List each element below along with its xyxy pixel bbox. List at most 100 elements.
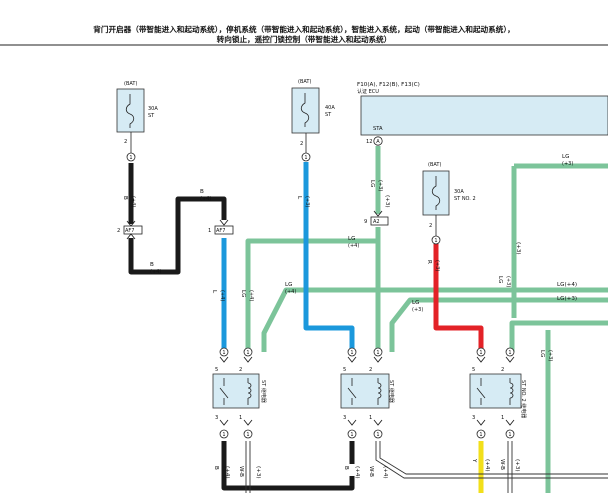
wire-multiplier: (+3) [304,196,310,207]
ecu-subtitle: 认证 ECU [357,88,379,95]
relay-pin: 1 [239,415,242,421]
wire-code: LG [497,276,503,283]
wire-label: B(+4) [150,262,161,275]
wire-label: LG(+3) [497,276,511,287]
wire-label: B [213,466,219,470]
lg-wires [245,146,608,493]
wire-label-group: B(+4)B(+4)B(+4)L(+4)L(+3)LG(+4)LG(+4)LG(… [122,154,577,479]
relay-in-connector [505,347,515,357]
wire-label: L(+3) [296,196,310,207]
relay-body [340,373,390,409]
connector-name: A2 [373,219,380,225]
relay-body [469,373,522,409]
wire-lg-relay3-branch [509,320,608,352]
wire-code: W-B [499,459,505,470]
svg-text:1: 1 [479,432,482,438]
wire-label: Y [471,458,477,463]
fuse-rating: 40A [325,105,335,111]
wire-code: L [211,290,217,294]
svg-text:1: 1 [304,155,307,161]
fuse-st-2: (BAT) 40A ST 2 1 [291,79,335,162]
svg-text:1: 1 [434,238,437,244]
wire-label: W-B [368,466,374,477]
svg-text:1: 1 [246,350,249,356]
wire-code: (+3) [384,195,390,208]
diagram-title-line2: 转向锁止，遥控门锁控制（带智能进入和起动系统） [216,35,392,44]
wire-code: (+3) [515,242,521,255]
connector-pin: 9 [364,219,367,225]
wire-lg-lower-branch [389,297,608,352]
relay-label: ST NO. 2 继电器 [520,380,527,418]
wire-label: L(+4) [211,290,225,301]
wire-label: LG(+4) [240,290,254,301]
relay-in-connector [476,347,486,357]
svg-text:1: 1 [350,432,353,438]
fuse-st-1: (BAT) 30A ST 2 1 [116,81,158,162]
ecu-pin-number: 12 [366,139,373,145]
relay-out-connector [373,429,383,439]
wire-multiplier: (+4) [150,269,161,275]
wire-multiplier: (+4) [348,243,359,249]
fuse-st-no2: (BAT) 30A ST NO. 2 2 1 [422,162,476,245]
wire-multiplier: (+4) [200,196,211,202]
wire-code: LG(+4) [557,282,577,288]
wire-label: B [343,466,349,470]
svg-text:1: 1 [222,432,225,438]
svg-text:1: 1 [508,350,511,356]
wire-lg-left-branch [245,238,378,352]
relay-pin: 5 [215,367,218,373]
connector-pin: 2 [117,228,120,234]
wire-code: B [343,466,349,470]
wire-code: B [122,196,128,200]
fuse-bat-label: (BAT) [298,79,311,85]
fuse-pin: 2 [429,223,432,229]
wire-label: B(+4) [122,196,136,207]
connector-1 [431,235,441,245]
svg-text:1: 1 [246,432,249,438]
wire-label: LG(+3) [557,296,577,302]
wire-multiplier: (+4) [285,289,296,295]
relay-coil-icon [377,382,382,399]
wire-label: LG(+4) [348,236,359,249]
wire-label: (+3) [384,195,390,208]
relay-pin: 2 [239,367,242,373]
relay-switch-icon [476,387,486,399]
wire-code: LG [285,282,292,288]
svg-text:1: 1 [479,350,482,356]
fuse-pin: 2 [124,139,127,145]
relay-body [212,373,260,409]
wire-label: LG(+3) [562,154,573,167]
wire-code: (+4) [224,466,230,479]
wire-code: R [426,260,432,264]
wire-label: (+3) [255,466,261,479]
ecu-block: F10(A), F12(B), F13(C) 认证 ECU STA A 12 [357,82,608,146]
relay-pin: 5 [343,367,346,373]
fuse-body [116,88,145,133]
relay-label: ST 继电器 [260,380,267,403]
wire-code: LG [369,180,375,187]
connector-af7-right: AF7 1 [208,219,234,235]
wire-code: B [200,189,204,195]
wire-code: Y [471,458,477,463]
wire-code: LG [240,290,246,297]
wire-label: B(+4) [200,189,211,202]
wire-multiplier: (+4) [248,290,254,301]
wire-label: (+3) [514,459,520,472]
wire-label: W-B [499,459,505,470]
wire-label: (+4) [354,466,360,479]
relay-in-connector [347,347,357,357]
wire-code: W-B [238,466,244,477]
wire-multiplier: (+3) [377,180,383,191]
relay-pin: 2 [501,367,504,373]
wire-code: LG [348,236,355,242]
relay-switch-icon [219,387,229,399]
relay-switch-icon [347,387,357,399]
wire-label: (+4) [484,459,490,472]
wire-label: R(+3) [426,260,440,271]
ecu-title: F10(A), F12(B), F13(C) [357,82,420,88]
ecu-terminal-label: STA [373,126,383,132]
relay-pin: 1 [501,415,504,421]
relay-pin: 3 [343,415,346,421]
svg-text:1: 1 [508,432,511,438]
